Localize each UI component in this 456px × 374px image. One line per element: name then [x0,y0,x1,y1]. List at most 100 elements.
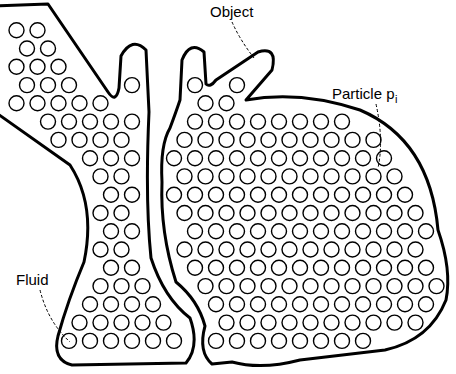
particle [251,187,266,202]
particle [356,297,371,312]
particle [240,242,255,257]
particle [20,78,35,93]
particle [419,224,434,239]
particle [303,279,318,294]
particle [104,187,119,202]
particle [251,297,266,312]
particle [125,187,140,202]
particle [188,187,203,202]
particle [356,224,371,239]
particle [387,279,402,294]
particle [125,333,140,348]
particle [356,333,371,348]
particle [188,151,203,166]
particle [104,297,119,312]
particle [230,114,245,129]
particle [366,242,381,257]
particle [314,333,329,348]
particle [209,151,224,166]
particle [219,279,234,294]
particle [51,59,66,74]
particle [345,206,360,221]
particle [261,279,276,294]
particle [408,279,423,294]
particle [62,114,77,129]
particle [125,297,140,312]
fluid-outline [0,4,194,365]
particle [30,23,45,38]
particle [261,242,276,257]
particle [125,114,140,129]
particle [209,333,224,348]
fluid-label: Fluid [16,272,49,287]
particle [303,169,318,184]
particle [230,187,245,202]
particle [272,224,287,239]
particle [398,224,413,239]
particle [335,187,350,202]
particle [398,260,413,275]
particle [251,224,266,239]
particle [356,260,371,275]
particle [293,260,308,275]
particle [324,169,339,184]
particle [198,169,213,184]
particle [398,297,413,312]
particle [114,242,129,257]
particle [83,151,98,166]
particle [408,206,423,221]
object-label: Object [210,4,253,19]
particle [366,132,381,147]
particle [366,169,381,184]
particle [125,260,140,275]
particle [104,114,119,129]
particle [261,169,276,184]
particle [314,114,329,129]
particle [387,169,402,184]
particle [198,96,213,111]
particle [125,224,140,239]
particle [261,315,276,330]
particle [272,333,287,348]
particle [30,59,45,74]
particle [167,187,182,202]
particle [251,260,266,275]
particle [188,78,203,93]
particle [62,78,77,93]
particle [377,187,392,202]
particle [230,260,245,275]
particle [198,206,213,221]
particle [135,279,150,294]
particle [419,297,434,312]
particle [93,132,108,147]
particle [387,242,402,257]
particle [51,132,66,147]
particle [314,187,329,202]
particle [293,114,308,129]
particle [282,132,297,147]
particle [83,297,98,312]
particle [219,206,234,221]
particle [93,96,108,111]
particle [209,297,224,312]
particle [314,260,329,275]
particle [282,315,297,330]
particle [177,169,192,184]
particle [261,206,276,221]
particle [303,132,318,147]
particle [198,279,213,294]
particle [240,315,255,330]
particle [240,279,255,294]
particle [429,279,444,294]
subscript: i [395,94,397,105]
particle-label: Particle p [332,86,395,101]
particle [104,224,119,239]
particle [408,315,423,330]
particle [177,206,192,221]
particle [387,206,402,221]
particle [188,224,203,239]
particle [282,169,297,184]
particle [167,333,182,348]
particle [314,224,329,239]
